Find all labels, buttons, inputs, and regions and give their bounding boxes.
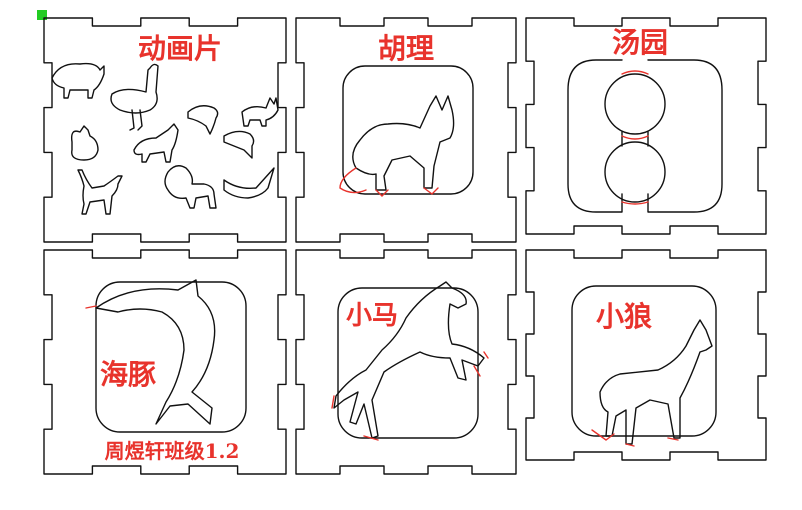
panel3-title: 汤园: [612, 26, 668, 59]
pig-icon: [51, 62, 105, 99]
panel6-title: 小狼: [596, 300, 652, 333]
small-dolphin2-icon: [223, 130, 255, 159]
panel-outlines: [43, 17, 767, 475]
origin-marker: [37, 10, 47, 20]
panel-tangyuan: 汤园: [567, 26, 723, 213]
small-wolf-icon: [133, 123, 179, 163]
panel-dolphin-outline: [43, 249, 287, 475]
ostrich-icon: [110, 63, 159, 131]
panel-horse-outline: [295, 249, 517, 475]
small-dolphin-icon: [187, 105, 219, 135]
horse-inner-frame: [337, 287, 479, 439]
tangyuan-right-shape: [647, 59, 723, 213]
tangyuan-ball-bottom: [604, 141, 666, 203]
tangyuan-ball-top: [604, 73, 666, 135]
panel1-title: 动画片: [138, 32, 222, 65]
shark-icon: [223, 167, 275, 199]
panel-fox: 胡理: [339, 32, 474, 197]
panel-dolphin: 海豚 周煜轩班级1.2: [85, 279, 247, 463]
panel-tangyuan-outline: [525, 17, 767, 235]
panel4-title: 海豚: [100, 358, 156, 391]
horse-icon: [331, 281, 489, 441]
panel-wolf: 小狼: [571, 285, 717, 447]
fox-inner-frame: [342, 65, 474, 195]
panel2-title: 胡理: [378, 32, 434, 65]
panel-wolf-outline: [525, 249, 767, 461]
fox-icon: [339, 95, 455, 197]
cat-icon: [77, 169, 123, 215]
panel-cartoon: 动画片: [51, 32, 279, 215]
tangyuan-top-arc: [621, 70, 649, 75]
small-fox-icon: [241, 97, 279, 127]
panel-fox-outline: [295, 17, 517, 243]
tangyuan-left-shape: [567, 59, 623, 213]
lion-icon: [164, 165, 217, 209]
panel-horse: 小马: [331, 281, 489, 441]
dolphin-inner-frame: [95, 281, 247, 433]
tangyuan-bottom-arc: [621, 201, 649, 205]
panel5-title: 小马: [346, 301, 398, 331]
panel4-footer: 周煜轩班级1.2: [105, 439, 240, 463]
rabbit-icon: [70, 125, 99, 161]
wolf-icon: [591, 319, 713, 447]
panel-cartoon-outline: [43, 17, 287, 243]
tangyuan-mid-arc: [621, 135, 649, 140]
wolf-inner-frame: [571, 285, 717, 437]
dolphin-icon: [85, 279, 216, 425]
